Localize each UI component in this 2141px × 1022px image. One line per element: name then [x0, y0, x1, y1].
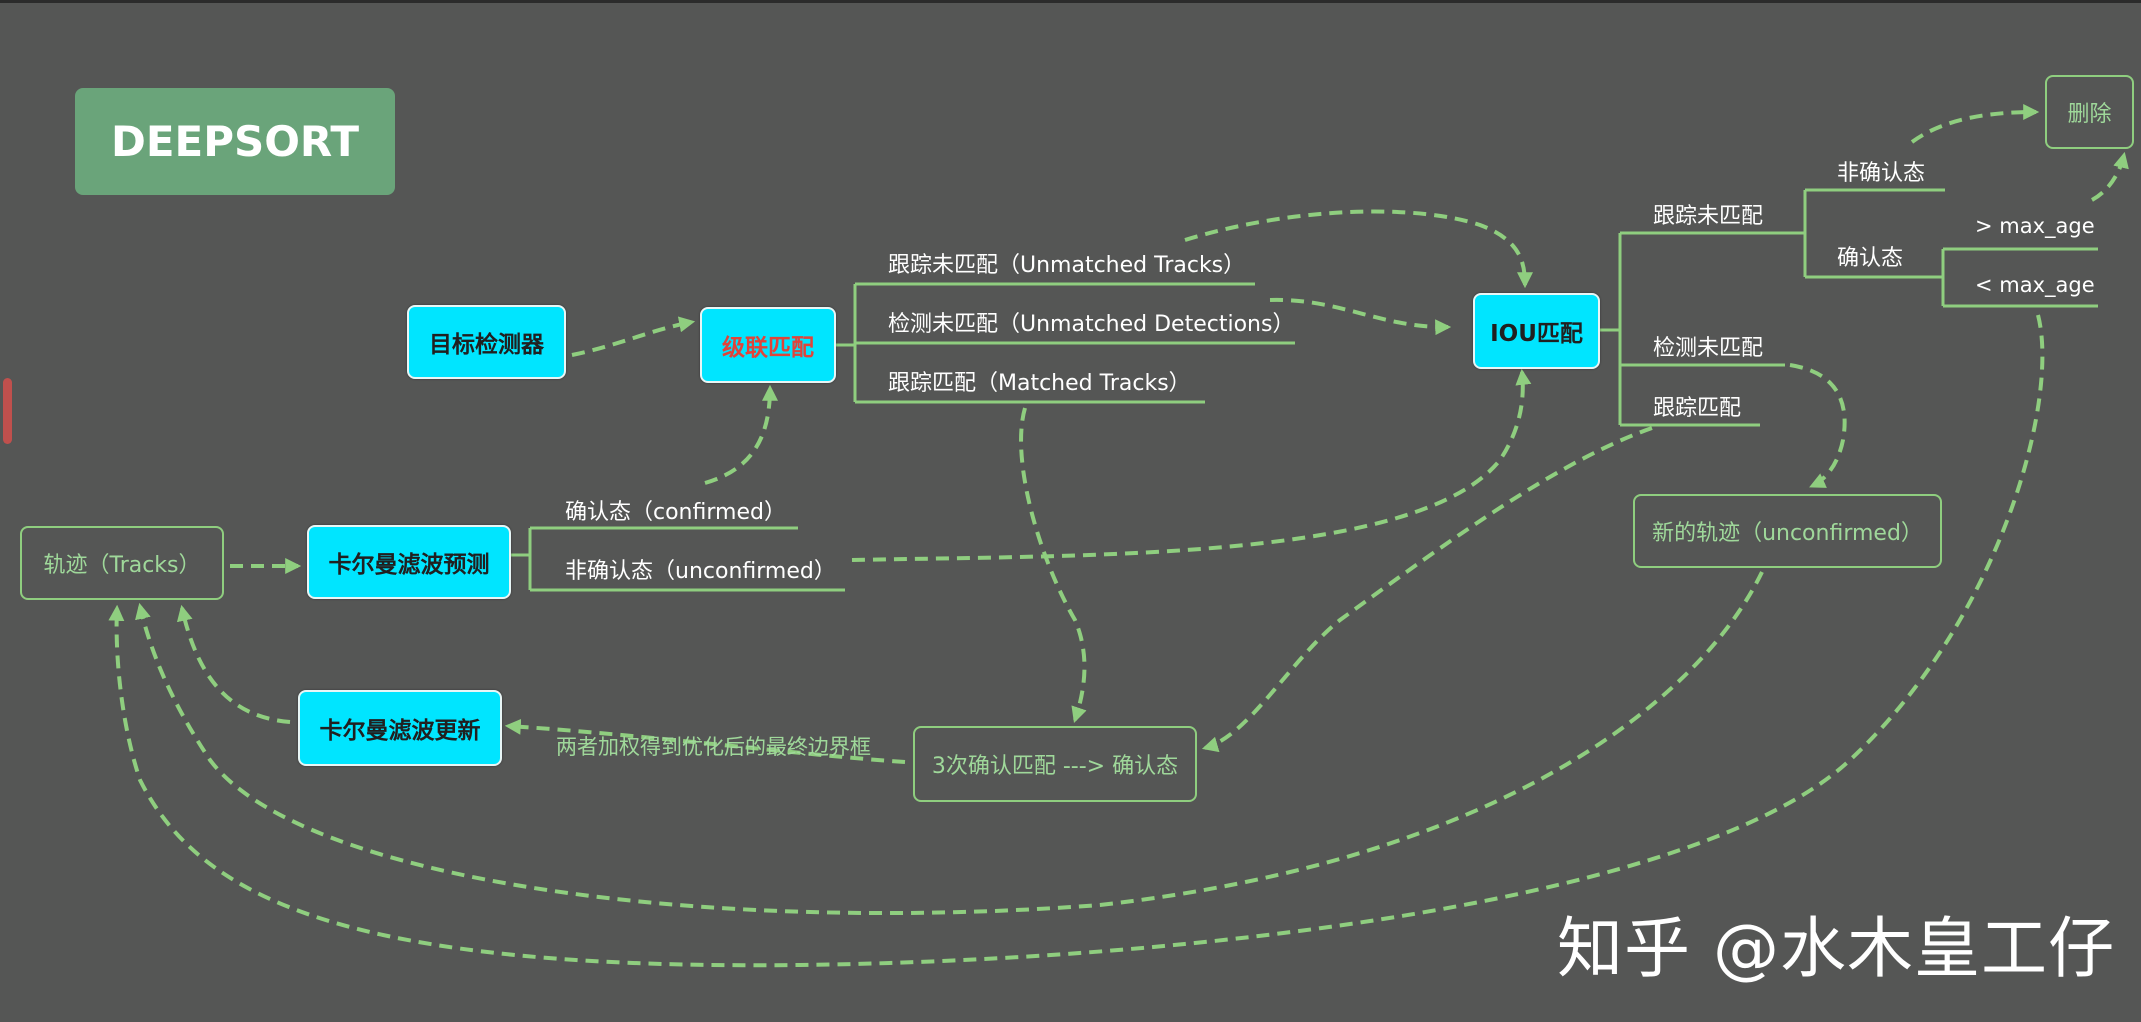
watermark: 知乎 @水木皇工仔 [1557, 910, 2115, 987]
node-cascade-matching[interactable]: 级联匹配 [700, 307, 836, 383]
arrow-detector-to-cascade [571, 316, 696, 357]
arrow-iou-matched-to-confirm3 [1201, 426, 1653, 753]
node-kalman-update[interactable]: 卡尔曼滤波更新 [298, 690, 502, 766]
node-object-detector[interactable]: 目标检测器 [407, 305, 566, 379]
label-predict-unconfirmed: 非确认态（unconfirmed） [565, 559, 836, 584]
node-delete[interactable]: 删除 [2045, 75, 2134, 149]
label-predict-confirmed: 确认态（confirmed） [565, 500, 786, 525]
arrow-confirm3-to-update [504, 718, 906, 764]
label-less-max-age: < max_age [1975, 273, 2095, 297]
track-state-bracket [1803, 188, 1945, 279]
arrow-lt-max-age-to-tracks [108, 314, 2045, 968]
arrow-new-track-to-tracks [135, 571, 1764, 916]
predict-bracket [510, 526, 845, 592]
scroll-handle[interactable] [3, 378, 12, 444]
label-cascade-unmatched-tracks: 跟踪未匹配（Unmatched Tracks） [888, 253, 1246, 278]
arrow-unmatched-tracks-to-iou [1184, 209, 1533, 289]
node-new-track[interactable]: 新的轨迹（unconfirmed） [1633, 494, 1942, 568]
arrow-unconfirmed-to-iou [851, 368, 1532, 562]
diagram-title: DEEPSORT [75, 88, 395, 195]
arrow-gt-max-age-to-delete [2090, 151, 2129, 202]
arrow-confirmed-to-cascade [704, 384, 778, 485]
cascade-bracket [835, 282, 1295, 404]
node-iou-matching[interactable]: IOU匹配 [1473, 293, 1600, 369]
node-confirm-three-times[interactable]: 3次确认匹配 ---> 确认态 [913, 726, 1197, 802]
label-weighted-box: 两者加权得到优化后的最终边界框 [556, 735, 871, 759]
flow-arrows [108, 104, 2129, 968]
bracket-lines [510, 188, 2098, 592]
label-cascade-unmatched-detections: 检测未匹配（Unmatched Detections） [888, 312, 1295, 337]
label-iou-unmatched-detections: 检测未匹配 [1653, 336, 1764, 361]
arrow-unconfirmed-to-delete [1910, 104, 2040, 144]
label-iou-matched-tracks: 跟踪匹配 [1653, 396, 1742, 421]
node-tracks[interactable]: 轨迹（Tracks） [20, 526, 224, 600]
node-kalman-predict[interactable]: 卡尔曼滤波预测 [307, 525, 511, 599]
label-unconfirmed-state: 非确认态 [1837, 161, 1926, 186]
iou-bracket [1597, 231, 1805, 427]
arrow-detections-to-new-track [1789, 363, 1847, 488]
label-greater-max-age: > max_age [1975, 214, 2095, 238]
label-confirmed-state: 确认态 [1837, 246, 1904, 271]
arrow-unmatched-detections-to-iou [1269, 297, 1452, 336]
arrow-matched-tracks-to-confirm3 [1019, 407, 1087, 724]
max-age-bracket [1941, 247, 2098, 308]
arrow-update-to-tracks [176, 604, 291, 724]
window-top-border [0, 0, 2141, 3]
label-cascade-matched-tracks: 跟踪匹配（Matched Tracks） [888, 371, 1191, 396]
label-iou-unmatched-tracks: 跟踪未匹配 [1653, 204, 1764, 229]
